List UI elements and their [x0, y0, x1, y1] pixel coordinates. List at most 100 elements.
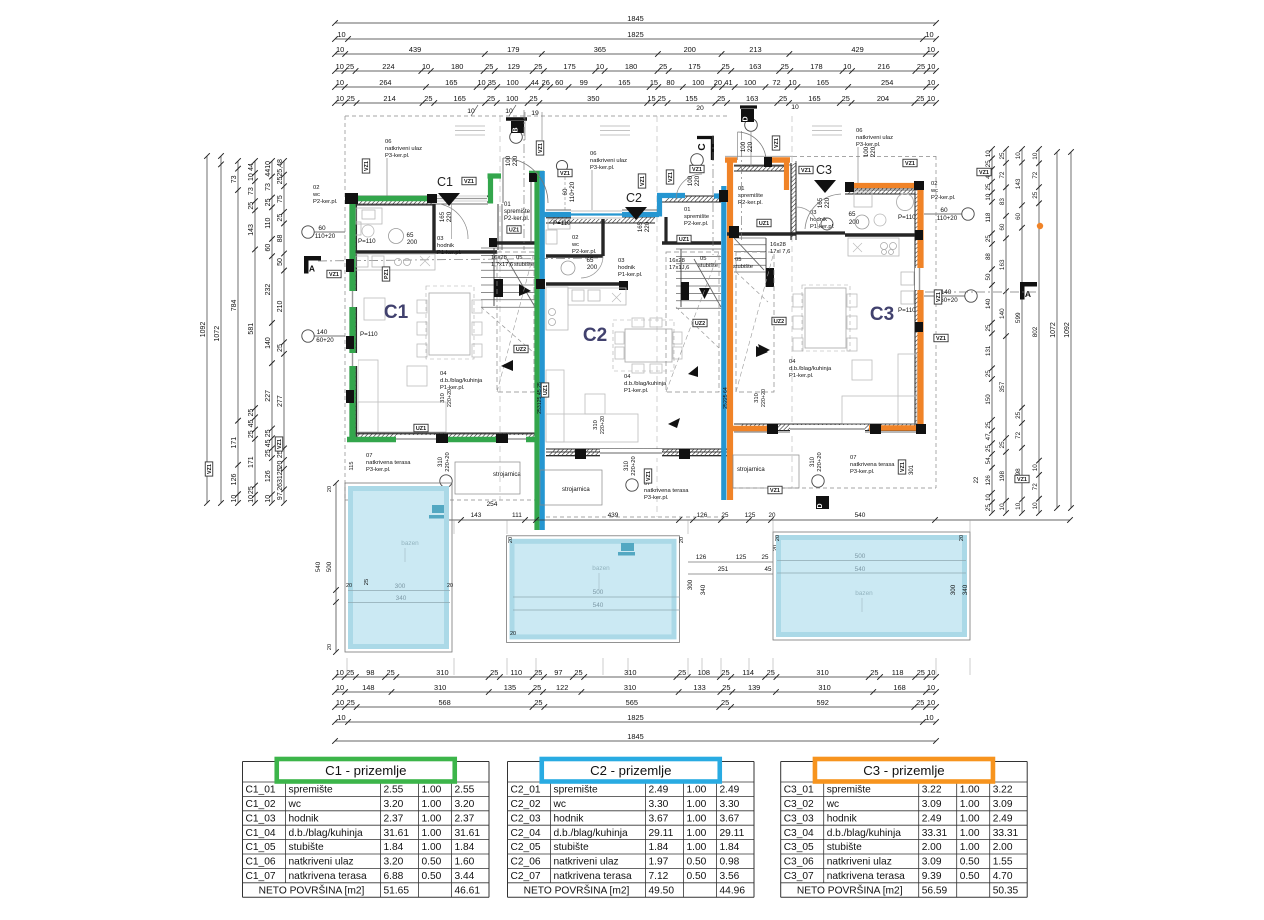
svg-text:1.84: 1.84 [455, 842, 475, 853]
svg-text:UZ1: UZ1 [679, 237, 689, 243]
svg-text:C2_07: C2_07 [511, 871, 541, 882]
svg-text:3.20: 3.20 [384, 799, 404, 810]
svg-text:25: 25 [767, 668, 775, 677]
svg-text:25: 25 [985, 421, 992, 428]
svg-text:100: 100 [863, 146, 870, 157]
svg-text:wc: wc [288, 799, 301, 810]
svg-text:10: 10 [477, 78, 485, 87]
svg-text:340: 340 [962, 584, 969, 595]
svg-text:25: 25 [659, 62, 667, 71]
svg-text:802: 802 [1032, 326, 1039, 337]
svg-text:3.09: 3.09 [922, 799, 942, 810]
svg-text:10: 10 [927, 94, 935, 103]
svg-text:25: 25 [248, 486, 255, 494]
svg-text:3.56: 3.56 [720, 871, 740, 882]
svg-text:2.55: 2.55 [455, 785, 475, 796]
svg-text:99: 99 [580, 78, 588, 87]
svg-text:C2_03: C2_03 [511, 813, 541, 824]
svg-text:44: 44 [531, 78, 539, 87]
svg-text:565: 565 [626, 698, 638, 707]
svg-text:220+20: 220+20 [761, 389, 767, 407]
svg-text:25: 25 [985, 160, 992, 167]
svg-text:200: 200 [407, 239, 418, 246]
svg-text:540: 540 [855, 512, 866, 519]
svg-text:3.30: 3.30 [720, 799, 740, 810]
svg-text:581: 581 [248, 323, 255, 335]
svg-text:198: 198 [1015, 468, 1022, 479]
svg-text:148: 148 [362, 683, 374, 692]
svg-text:natkrivena terasa: natkrivena terasa [827, 871, 905, 882]
svg-text:15: 15 [650, 78, 658, 87]
svg-text:1.84: 1.84 [720, 842, 740, 853]
svg-text:88: 88 [277, 234, 284, 242]
svg-text:1.60: 1.60 [455, 857, 475, 868]
svg-text:C2_04: C2_04 [511, 828, 541, 839]
svg-text:1.00: 1.00 [687, 785, 707, 796]
svg-text:PZ1: PZ1 [384, 269, 390, 279]
svg-text:25: 25 [248, 409, 255, 417]
svg-text:60: 60 [1015, 212, 1022, 220]
svg-text:C3_03: C3_03 [784, 813, 814, 824]
svg-text:10: 10 [985, 193, 992, 200]
svg-text:10: 10 [336, 683, 344, 692]
svg-text:10: 10 [843, 62, 851, 71]
svg-text:83: 83 [999, 198, 1006, 206]
svg-text:spremište: spremište [504, 209, 531, 215]
svg-text:25: 25 [529, 94, 537, 103]
svg-text:25: 25 [985, 445, 992, 452]
svg-text:hodnik: hodnik [618, 265, 635, 271]
svg-text:25: 25 [277, 450, 284, 458]
svg-text:60: 60 [999, 223, 1006, 231]
svg-text:C3_02: C3_02 [784, 799, 814, 810]
svg-text:29.11: 29.11 [649, 828, 674, 839]
svg-text:1.97: 1.97 [649, 857, 669, 868]
svg-text:31.61: 31.61 [455, 828, 481, 839]
svg-text:1.00: 1.00 [960, 828, 980, 839]
svg-text:25: 25 [574, 668, 582, 677]
svg-text:25: 25 [678, 668, 686, 677]
svg-text:P1-ker.pl.: P1-ker.pl. [440, 385, 465, 391]
svg-text:60+20: 60+20 [316, 337, 334, 344]
svg-text:210: 210 [277, 300, 284, 312]
svg-text:220: 220 [694, 175, 701, 186]
svg-text:hodnik: hodnik [827, 813, 858, 824]
svg-text:100: 100 [505, 155, 512, 166]
svg-text:C3_07: C3_07 [784, 871, 814, 882]
svg-text:60: 60 [555, 78, 563, 87]
svg-text:wc: wc [826, 799, 839, 810]
svg-text:168: 168 [893, 683, 905, 692]
svg-text:310: 310 [624, 668, 636, 677]
svg-text:C3 - prizemlje: C3 - prizemlje [863, 763, 944, 778]
svg-text:20: 20 [775, 535, 781, 541]
svg-text:133: 133 [693, 683, 705, 692]
svg-text:1072: 1072 [1050, 322, 1057, 338]
svg-text:VZ1: VZ1 [936, 336, 946, 342]
svg-text:16x28: 16x28 [491, 255, 507, 261]
svg-text:P=110: P=110 [358, 238, 376, 245]
svg-text:C1_02: C1_02 [246, 799, 276, 810]
svg-text:natkrivena terasa: natkrivena terasa [366, 460, 411, 466]
svg-text:25: 25 [916, 698, 924, 707]
svg-text:10: 10 [336, 94, 344, 103]
svg-text:65: 65 [407, 232, 414, 239]
svg-text:439: 439 [608, 512, 619, 519]
svg-text:155: 155 [685, 94, 697, 103]
svg-text:strojarnica: strojarnica [737, 467, 765, 473]
svg-text:125: 125 [736, 554, 747, 561]
svg-text:500: 500 [855, 553, 866, 560]
svg-text:25: 25 [781, 62, 789, 71]
svg-text:20: 20 [959, 535, 965, 541]
svg-text:UZ2: UZ2 [774, 319, 784, 325]
svg-text:VZ1: VZ1 [774, 138, 780, 148]
svg-text:wc: wc [571, 242, 579, 248]
svg-text:300: 300 [950, 584, 957, 595]
svg-text:25: 25 [265, 449, 272, 457]
svg-text:2.49: 2.49 [993, 813, 1013, 824]
svg-text:1.84: 1.84 [384, 842, 404, 853]
svg-text:540: 540 [855, 566, 866, 573]
svg-text:500: 500 [593, 589, 604, 596]
svg-text:264: 264 [379, 78, 391, 87]
svg-text:25: 25 [917, 668, 925, 677]
svg-text:25: 25 [248, 202, 255, 210]
svg-text:2.55: 2.55 [384, 785, 404, 796]
